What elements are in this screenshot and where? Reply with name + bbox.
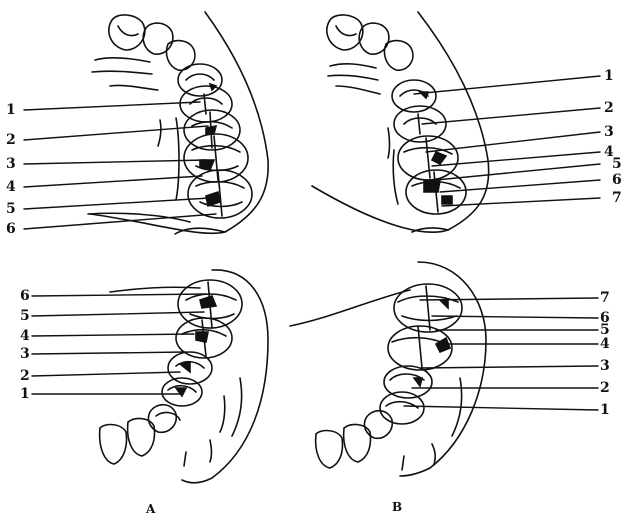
panel-b-lower-label-2: 2 xyxy=(600,381,610,395)
panel-a-lower-label-6: 6 xyxy=(20,289,30,303)
panel-a-upper-label-6: 6 xyxy=(6,222,16,236)
panel-b-upper-label-5: 5 xyxy=(612,157,622,171)
panel-a-upper-label-5: 5 xyxy=(6,202,16,216)
panel-a-upper-label-3: 3 xyxy=(6,157,16,171)
panel-b-lower-label-4: 4 xyxy=(600,337,610,351)
panel-b-upper-label-1: 1 xyxy=(604,69,614,83)
panel-b-upper-label-3: 3 xyxy=(604,125,614,139)
panel-a-lower-arch xyxy=(100,270,268,483)
panel-a-lower-label-5: 5 xyxy=(20,309,30,323)
panel-b-lower-label-3: 3 xyxy=(600,359,610,373)
panel-b-upper-label-6: 6 xyxy=(612,173,622,187)
panel-b-lower-label-5: 5 xyxy=(600,323,610,337)
panel-b-upper-arch xyxy=(312,12,489,232)
panel-b-caption: B xyxy=(392,500,402,514)
panel-b-lower-arch xyxy=(290,262,486,476)
panel-b-leader-lines xyxy=(404,76,600,410)
panel-a-upper-label-1: 1 xyxy=(6,103,16,117)
panel-a-upper-arch xyxy=(88,12,268,234)
panel-a-lower-label-3: 3 xyxy=(20,347,30,361)
panel-a-lower-label-1: 1 xyxy=(20,387,30,401)
panel-b-upper-label-7: 7 xyxy=(612,191,622,205)
panel-a-lower-label-4: 4 xyxy=(20,329,30,343)
panel-a-leader-lines xyxy=(24,102,216,394)
panel-a-lower-label-2: 2 xyxy=(20,369,30,383)
panel-b-lower-label-7: 7 xyxy=(600,291,610,305)
panel-b-lower-label-1: 1 xyxy=(600,403,610,417)
panel-b-upper-label-2: 2 xyxy=(604,101,614,115)
panel-a-caption: A xyxy=(146,502,155,516)
panel-a-upper-label-4: 4 xyxy=(6,180,16,194)
panel-a-upper-label-2: 2 xyxy=(6,133,16,147)
